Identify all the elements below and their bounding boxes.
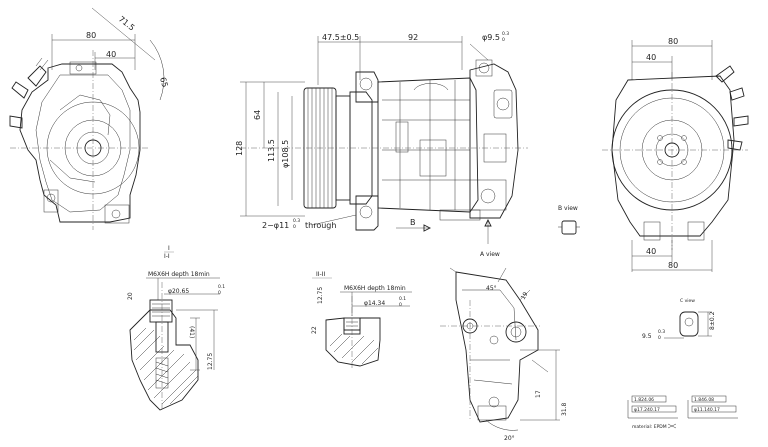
dim-12-75-b-label: 12.75 (317, 287, 324, 304)
dim-20-65-sub: 0 (218, 290, 221, 296)
through-sup: 0.3 (293, 218, 300, 224)
tol-1a-label: 1.824.06 (634, 397, 654, 403)
section-1-detail: I I-I M6X6H depth 18min φ20.65 0.1 0 20 … (127, 245, 225, 411)
c-view-detail: C view 8±0.2 9.5 0.3 0 (642, 298, 716, 341)
dim-14-34-sup: 0.1 (399, 296, 406, 302)
dim-9-5-c-sub: 0 (658, 335, 661, 341)
dim-20-label: 20 (127, 292, 134, 300)
dim-8-label: 8±0.2 (709, 311, 716, 330)
dim-22-label: 22 (311, 326, 318, 334)
material-label: material: EPDM (632, 424, 667, 430)
b-arrow-label: B (410, 218, 416, 227)
left-end-view: 71.5 80 40 65 (9, 7, 169, 230)
dim-19-label: 19 (520, 291, 530, 301)
dim-9-5-c-sup: 0.3 (658, 329, 665, 335)
dim-40-right-top-label: 40 (646, 53, 656, 62)
b-view-detail: B view (558, 205, 580, 235)
section-2-label: II-II (316, 271, 325, 278)
center-side-view: 47.5±0.5 92 φ9.5 0.3 0 128 64 113.5 φ108… (235, 31, 528, 258)
dim-40-right-bot-label: 40 (646, 247, 656, 256)
dim-14-34-sub: 0 (399, 302, 402, 308)
dim-92-label: 92 (408, 33, 418, 42)
dim-17-label: 17 (535, 390, 542, 398)
tol-2b-label: φ11.140.17 (694, 407, 720, 413)
dim-113-5-label: 113.5 (267, 139, 276, 162)
section-1-bottom: I-I (164, 253, 170, 260)
dim-45-label: 45° (486, 285, 497, 292)
b-view-label: B view (558, 205, 578, 212)
tol-2a-label: 1.846.08 (694, 397, 714, 403)
dim-80-right-bot-label: 80 (668, 261, 678, 270)
tol-1b-label: φ17.240.17 (634, 407, 660, 413)
thread-1-label: M6X6H depth 18min (148, 271, 210, 278)
o-ring-notes: 1.824.06 φ17.240.17 1.846.08 φ11.140.17 … (627, 395, 738, 430)
section-1-top: I (168, 245, 170, 252)
dim-40-left-label: 40 (106, 50, 116, 59)
dim-31-8-label: 31.8 (561, 402, 568, 416)
dim-20-65-sup: 0.1 (218, 284, 225, 290)
a-view-detail: 45° 19 17 31.8 20° (440, 267, 568, 442)
right-rear-view: 80 40 40 80 (602, 37, 749, 272)
dim-9-5-c-label: 9.5 (642, 333, 652, 340)
dim-9-5-top-sup: 0.3 (502, 31, 509, 37)
section-2-detail: II-II M6X6H depth 18min φ14.34 0.1 0 12.… (311, 271, 412, 370)
through-hole-label: 2−φ11 (262, 221, 289, 230)
a-view-label: A view (480, 251, 500, 258)
through-word-label: through (305, 221, 336, 230)
dim-41-label: (41) (188, 326, 195, 338)
c-view-label: C view (680, 298, 695, 304)
dim-20-65-label: φ20.65 (168, 288, 189, 295)
dim-71-5-label: 71.5 (117, 14, 137, 32)
dim-20deg-label: 20° (504, 435, 515, 442)
dim-47-5-label: 47.5±0.5 (322, 33, 359, 42)
dim-80-right-top-label: 80 (668, 37, 678, 46)
dim-80-left-label: 80 (86, 31, 96, 40)
dim-r65-label: 65 (158, 76, 169, 88)
dim-128-label: 128 (235, 141, 244, 156)
thread-2-label: M6X6H depth 18min (344, 285, 406, 292)
through-sub: 0 (293, 224, 296, 230)
dim-9-5-top-label: φ9.5 (482, 33, 500, 42)
dim-12-75-a-label: 12.75 (207, 353, 214, 370)
dim-14-34-label: φ14.34 (364, 300, 385, 307)
dim-108-5-label: φ108.5 (281, 140, 290, 168)
dim-64-label: 64 (253, 110, 262, 120)
dim-9-5-top-sub: 0 (502, 37, 505, 43)
